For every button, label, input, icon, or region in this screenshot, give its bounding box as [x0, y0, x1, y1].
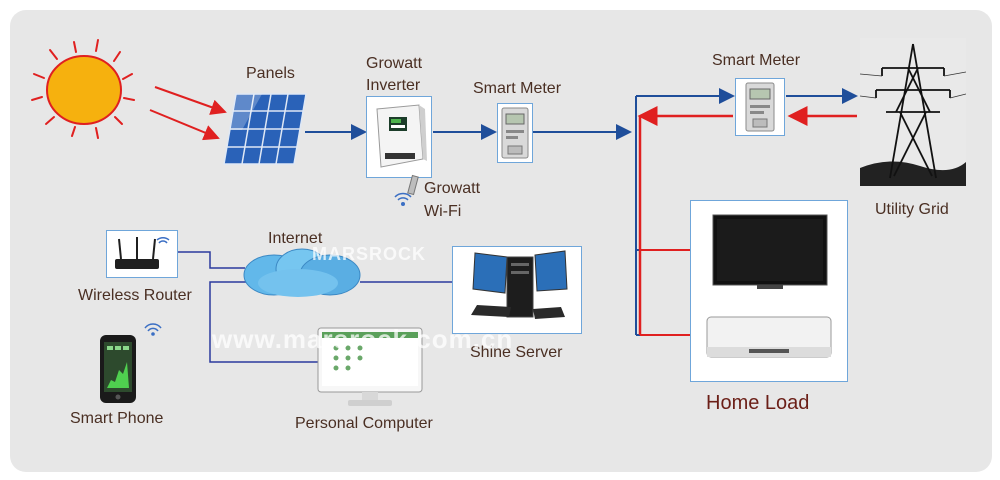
net-cloud-pc	[209, 281, 318, 363]
pc-icon	[316, 326, 426, 410]
smart-meter-icon	[745, 82, 775, 132]
sun-ray-2	[149, 109, 220, 141]
cloud-icon	[240, 245, 365, 301]
wifi-signal-icon	[143, 322, 163, 338]
inverter-label-line1: Growatt	[366, 55, 423, 72]
solar-panel-icon	[222, 92, 308, 166]
smart-meter-icon	[501, 107, 529, 159]
phone-icon	[99, 334, 137, 404]
server-icon	[471, 250, 568, 319]
smart-meter-1-box[interactable]	[497, 103, 533, 163]
air-conditioner-icon	[706, 316, 832, 358]
net-router-cloud	[178, 251, 245, 269]
router-icon	[115, 236, 170, 269]
inverter-label-line2: Inverter	[366, 77, 421, 94]
watermark-url: www.marsrock.com.cn	[212, 324, 514, 354]
smart-phone-label: Smart Phone	[70, 410, 164, 427]
personal-computer-label: Personal Computer	[295, 415, 433, 432]
sun-ray-1	[154, 86, 227, 115]
smart-meter-2-label: Smart Meter	[712, 52, 801, 69]
tv-icon	[712, 214, 828, 289]
inverter-icon	[376, 104, 427, 168]
wifi-label-line2: Wi-Fi	[424, 203, 462, 220]
watermark-logo: MARSROCK	[312, 244, 426, 264]
server-box[interactable]	[452, 246, 582, 334]
sun-icon	[28, 38, 144, 144]
wireless-router-label: Wireless Router	[78, 287, 192, 304]
shine-server-label: Shine Server	[470, 344, 563, 361]
smart-meter-2-box[interactable]	[735, 78, 785, 136]
home-load-box[interactable]	[690, 200, 848, 382]
panels-label: Panels	[246, 65, 295, 82]
wifi-dongle-icon	[392, 174, 426, 214]
pylon-icon	[859, 38, 967, 186]
router-box[interactable]	[106, 230, 178, 278]
utility-grid-label: Utility Grid	[875, 201, 949, 218]
wifi-label-line1: Growatt	[424, 180, 481, 197]
inverter-box[interactable]	[366, 96, 432, 178]
internet-label: Internet	[268, 230, 323, 247]
smart-meter-1-label: Smart Meter	[473, 80, 562, 97]
home-load-label: Home Load	[706, 392, 810, 414]
